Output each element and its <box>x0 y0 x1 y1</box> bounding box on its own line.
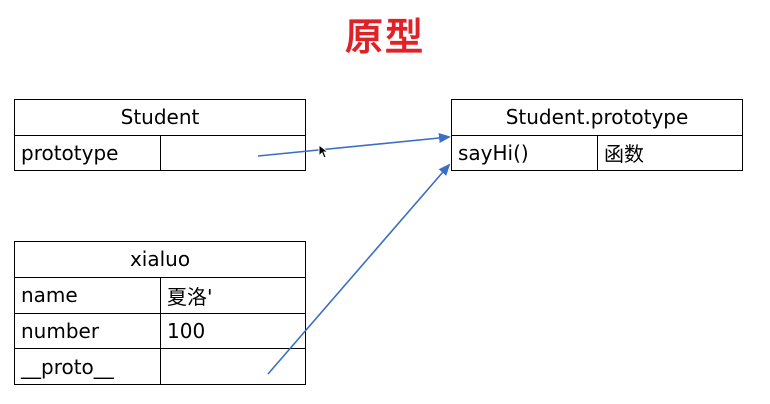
proto-key: __proto__ <box>14 348 161 385</box>
sayhi-key: sayHi() <box>451 134 598 171</box>
sayhi-value: 函数 <box>597 134 743 171</box>
proto-value <box>160 348 306 385</box>
number-value: 100 <box>160 312 306 350</box>
page-title: 原型 <box>344 15 425 59</box>
student-prototype-value <box>160 134 306 171</box>
xialuo-header: xialuo <box>14 241 306 278</box>
name-value: 夏洛' <box>160 276 306 314</box>
student-prototype-box: Student.prototype sayHi() 函数 <box>451 99 743 171</box>
number-key: number <box>14 312 161 350</box>
student-header: Student <box>14 99 306 136</box>
student-prototype-key: prototype <box>14 134 161 171</box>
student-box: Student prototype <box>14 99 306 171</box>
mouse-cursor-icon <box>318 144 330 159</box>
student-prototype-header: Student.prototype <box>451 99 743 136</box>
name-key: name <box>14 276 161 314</box>
xialuo-box: xialuo name 夏洛' number 100 __proto__ <box>14 241 306 385</box>
